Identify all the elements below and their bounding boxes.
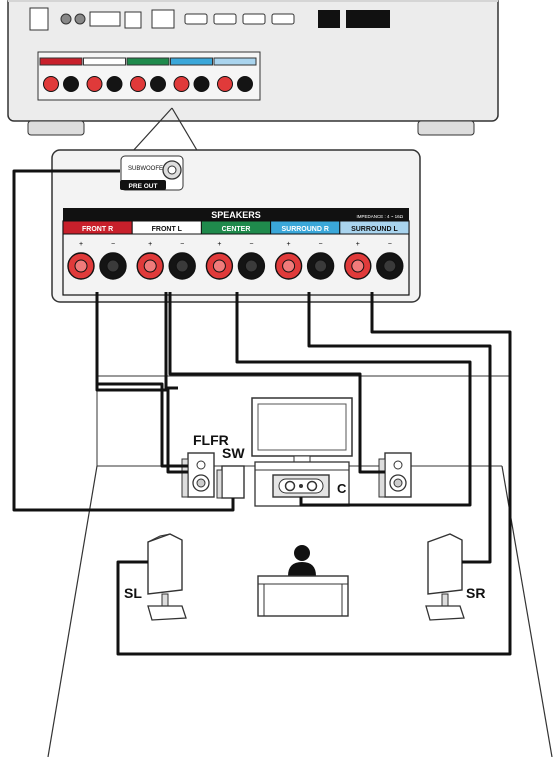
minus-mark-4: −: [388, 241, 392, 248]
center-speaker: C: [272, 474, 347, 498]
channel-label-2: CENTER: [222, 226, 251, 233]
tv: [251, 397, 353, 507]
channel-groups: FRONT R + − FRONT L + − CENTER + − SURROUND R + − SU…: [62, 220, 410, 280]
mini-terminal-2-1: [150, 76, 166, 92]
speakers-label: SPEAKERS: [211, 210, 261, 220]
plus-mark-0: +: [79, 241, 83, 248]
channel-label-4: SURROUND L: [351, 226, 398, 233]
mini-tab-4: [213, 57, 257, 66]
terminal-hole-3-0: [282, 259, 296, 273]
mini-terminal-0-0: [43, 76, 59, 92]
label-sr: SR: [466, 585, 485, 601]
terminal-hole-3-1: [314, 259, 328, 273]
subwoofer-label: SUBWOOFER: [128, 166, 168, 172]
minus-mark-3: −: [319, 241, 323, 248]
pre-out-label: PRE OUT: [129, 183, 158, 190]
minus-mark-2: −: [249, 241, 253, 248]
front-left-speaker: [181, 452, 215, 498]
terminal-hole-4-1: [383, 259, 397, 273]
terminal-hole-4-0: [351, 259, 365, 273]
mini-terminal-4-1: [237, 76, 253, 92]
label-sw: SW: [222, 445, 245, 461]
channel-label-1: FRONT L: [152, 226, 183, 233]
minus-mark-1: −: [180, 241, 184, 248]
speaker-wires: [12, 169, 512, 656]
label-fl-fr: FLFR: [193, 432, 229, 448]
front-right-speaker: [378, 452, 412, 498]
channel-tab-4: [339, 220, 410, 235]
label-sl: SL: [124, 585, 142, 601]
surround-left-speaker: SL: [124, 533, 187, 621]
listener-icon: [257, 545, 349, 617]
magnified-panel: SUBWOOFER PRE OUT SPEAKERS IMPEDANCE : 4…: [51, 149, 421, 303]
mini-terminal-0-1: [63, 76, 79, 92]
terminal-hole-2-1: [244, 259, 258, 273]
minus-mark-0: −: [111, 241, 115, 248]
surround-right-speaker: SR: [425, 533, 485, 621]
mini-tab-3: [170, 57, 213, 66]
mini-terminal-3-1: [193, 76, 210, 92]
mini-tab-0: [39, 57, 83, 66]
terminal-hole-0-1: [106, 259, 120, 273]
channel-label-0: FRONT R: [82, 226, 113, 233]
plus-mark-3: +: [287, 241, 291, 248]
mini-tab-1: [83, 57, 126, 66]
channel-label-3: SURROUND R: [281, 226, 328, 233]
mini-terminal-1-0: [86, 76, 103, 92]
plus-mark-2: +: [217, 241, 221, 248]
plus-mark-1: +: [148, 241, 152, 248]
mini-terminal-2-0: [130, 76, 146, 92]
mini-terminal-4-0: [217, 76, 233, 92]
impedance-label: IMPEDANCE : 4 ~ 16Ω: [356, 214, 403, 219]
terminal-hole-0-0: [74, 259, 88, 273]
terminal-hole-1-0: [143, 259, 157, 273]
terminal-hole-2-0: [212, 259, 226, 273]
mini-terminal-3-0: [173, 76, 190, 92]
receiver-rear-panel: [7, 0, 499, 136]
mini-terminal-1-1: [106, 76, 123, 92]
plus-mark-4: +: [356, 241, 360, 248]
subwoofer-speaker: [216, 465, 245, 499]
pre-out-jack: SUBWOOFER PRE OUT: [120, 155, 184, 191]
mini-terminal-strip: [39, 57, 257, 92]
label-c: C: [337, 481, 347, 496]
mini-tab-2: [126, 57, 170, 66]
terminal-hole-1-1: [175, 259, 189, 273]
